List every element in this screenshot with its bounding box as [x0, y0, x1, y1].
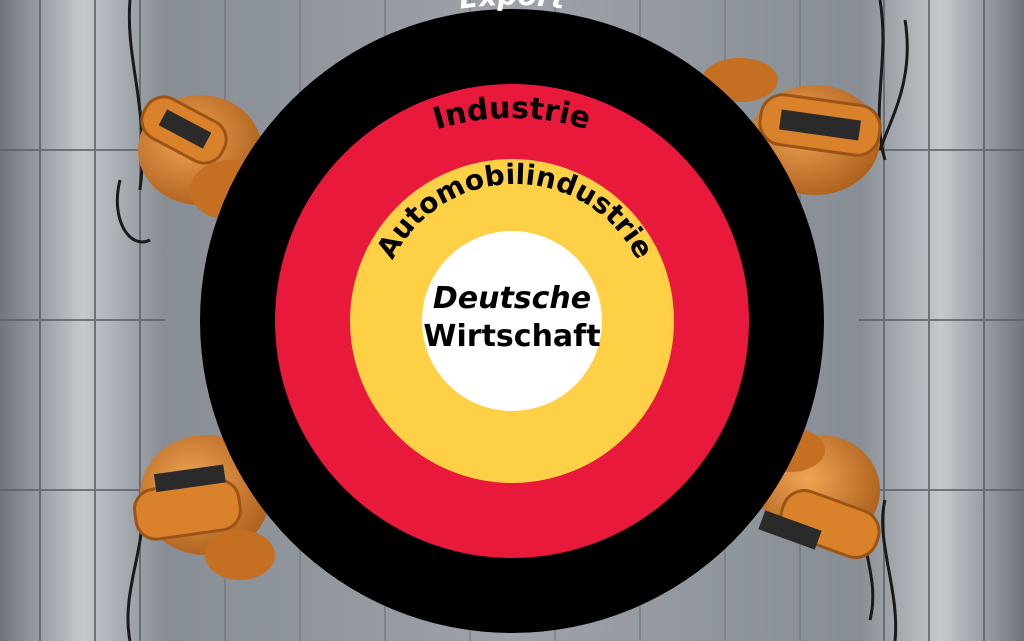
concentric-diagram: Export Industrie Automobilindustrie Deut…: [200, 0, 824, 633]
cables: [115, 0, 909, 641]
center-label-line2: Wirtschaft: [423, 319, 600, 354]
center-circle: [422, 231, 602, 411]
robot-arm-bottom-right: [755, 428, 881, 559]
center-label-line1: Deutsche: [433, 281, 591, 316]
ring-label-export: Export: [457, 0, 569, 16]
